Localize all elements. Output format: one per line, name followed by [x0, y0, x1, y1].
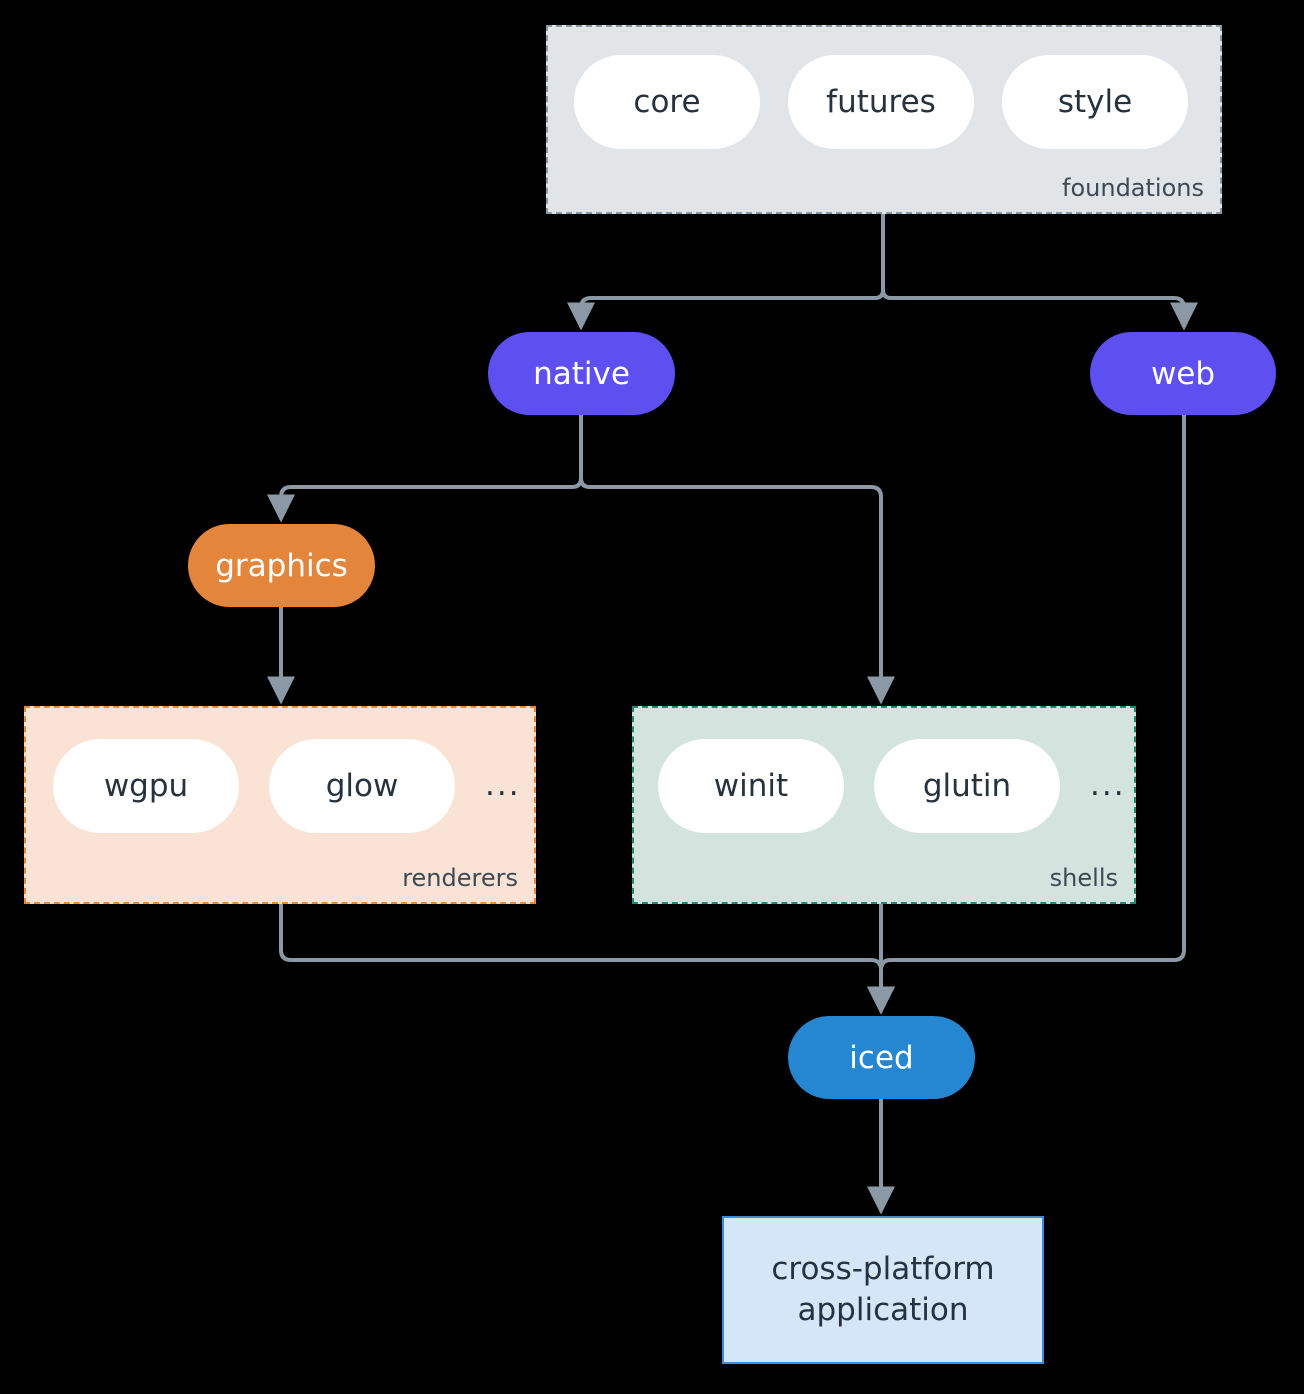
group-shells: winit glutin ... shells: [632, 706, 1136, 904]
renderers-items: wgpu glow ...: [26, 739, 534, 833]
group-renderers: wgpu glow ... renderers: [24, 706, 536, 904]
app-label-line2: application: [797, 1292, 969, 1328]
chip-futures[interactable]: futures: [788, 55, 974, 149]
shells-items: winit glutin ...: [634, 739, 1134, 833]
group-foundations: core futures style foundations: [546, 25, 1222, 214]
chip-glutin[interactable]: glutin: [874, 739, 1060, 833]
node-web[interactable]: web: [1090, 332, 1276, 415]
node-native[interactable]: native: [488, 332, 675, 415]
node-cross-platform-application[interactable]: cross-platform application: [722, 1216, 1044, 1364]
shells-more-ellipsis: ...: [1090, 767, 1126, 803]
edge-foundations-native: [567, 212, 885, 331]
chip-style[interactable]: style: [1002, 55, 1188, 149]
chip-winit[interactable]: winit: [658, 739, 844, 833]
chip-glow[interactable]: glow: [269, 739, 455, 833]
foundations-items: core futures style: [548, 55, 1220, 149]
edge-native-shells: [579, 413, 895, 705]
chip-core[interactable]: core: [574, 55, 760, 149]
group-label-foundations: foundations: [1062, 174, 1204, 202]
group-label-renderers: renderers: [402, 864, 518, 892]
app-label-line1: cross-platform: [771, 1251, 995, 1288]
node-iced[interactable]: iced: [788, 1016, 975, 1099]
chip-wgpu[interactable]: wgpu: [53, 739, 239, 833]
edge-renderers-iced: [279, 902, 895, 1015]
edge-foundations-web: [881, 212, 1198, 331]
group-label-shells: shells: [1049, 864, 1118, 892]
node-graphics[interactable]: graphics: [188, 524, 375, 607]
edge-native-graphics: [267, 413, 583, 523]
renderers-more-ellipsis: ...: [485, 767, 521, 803]
